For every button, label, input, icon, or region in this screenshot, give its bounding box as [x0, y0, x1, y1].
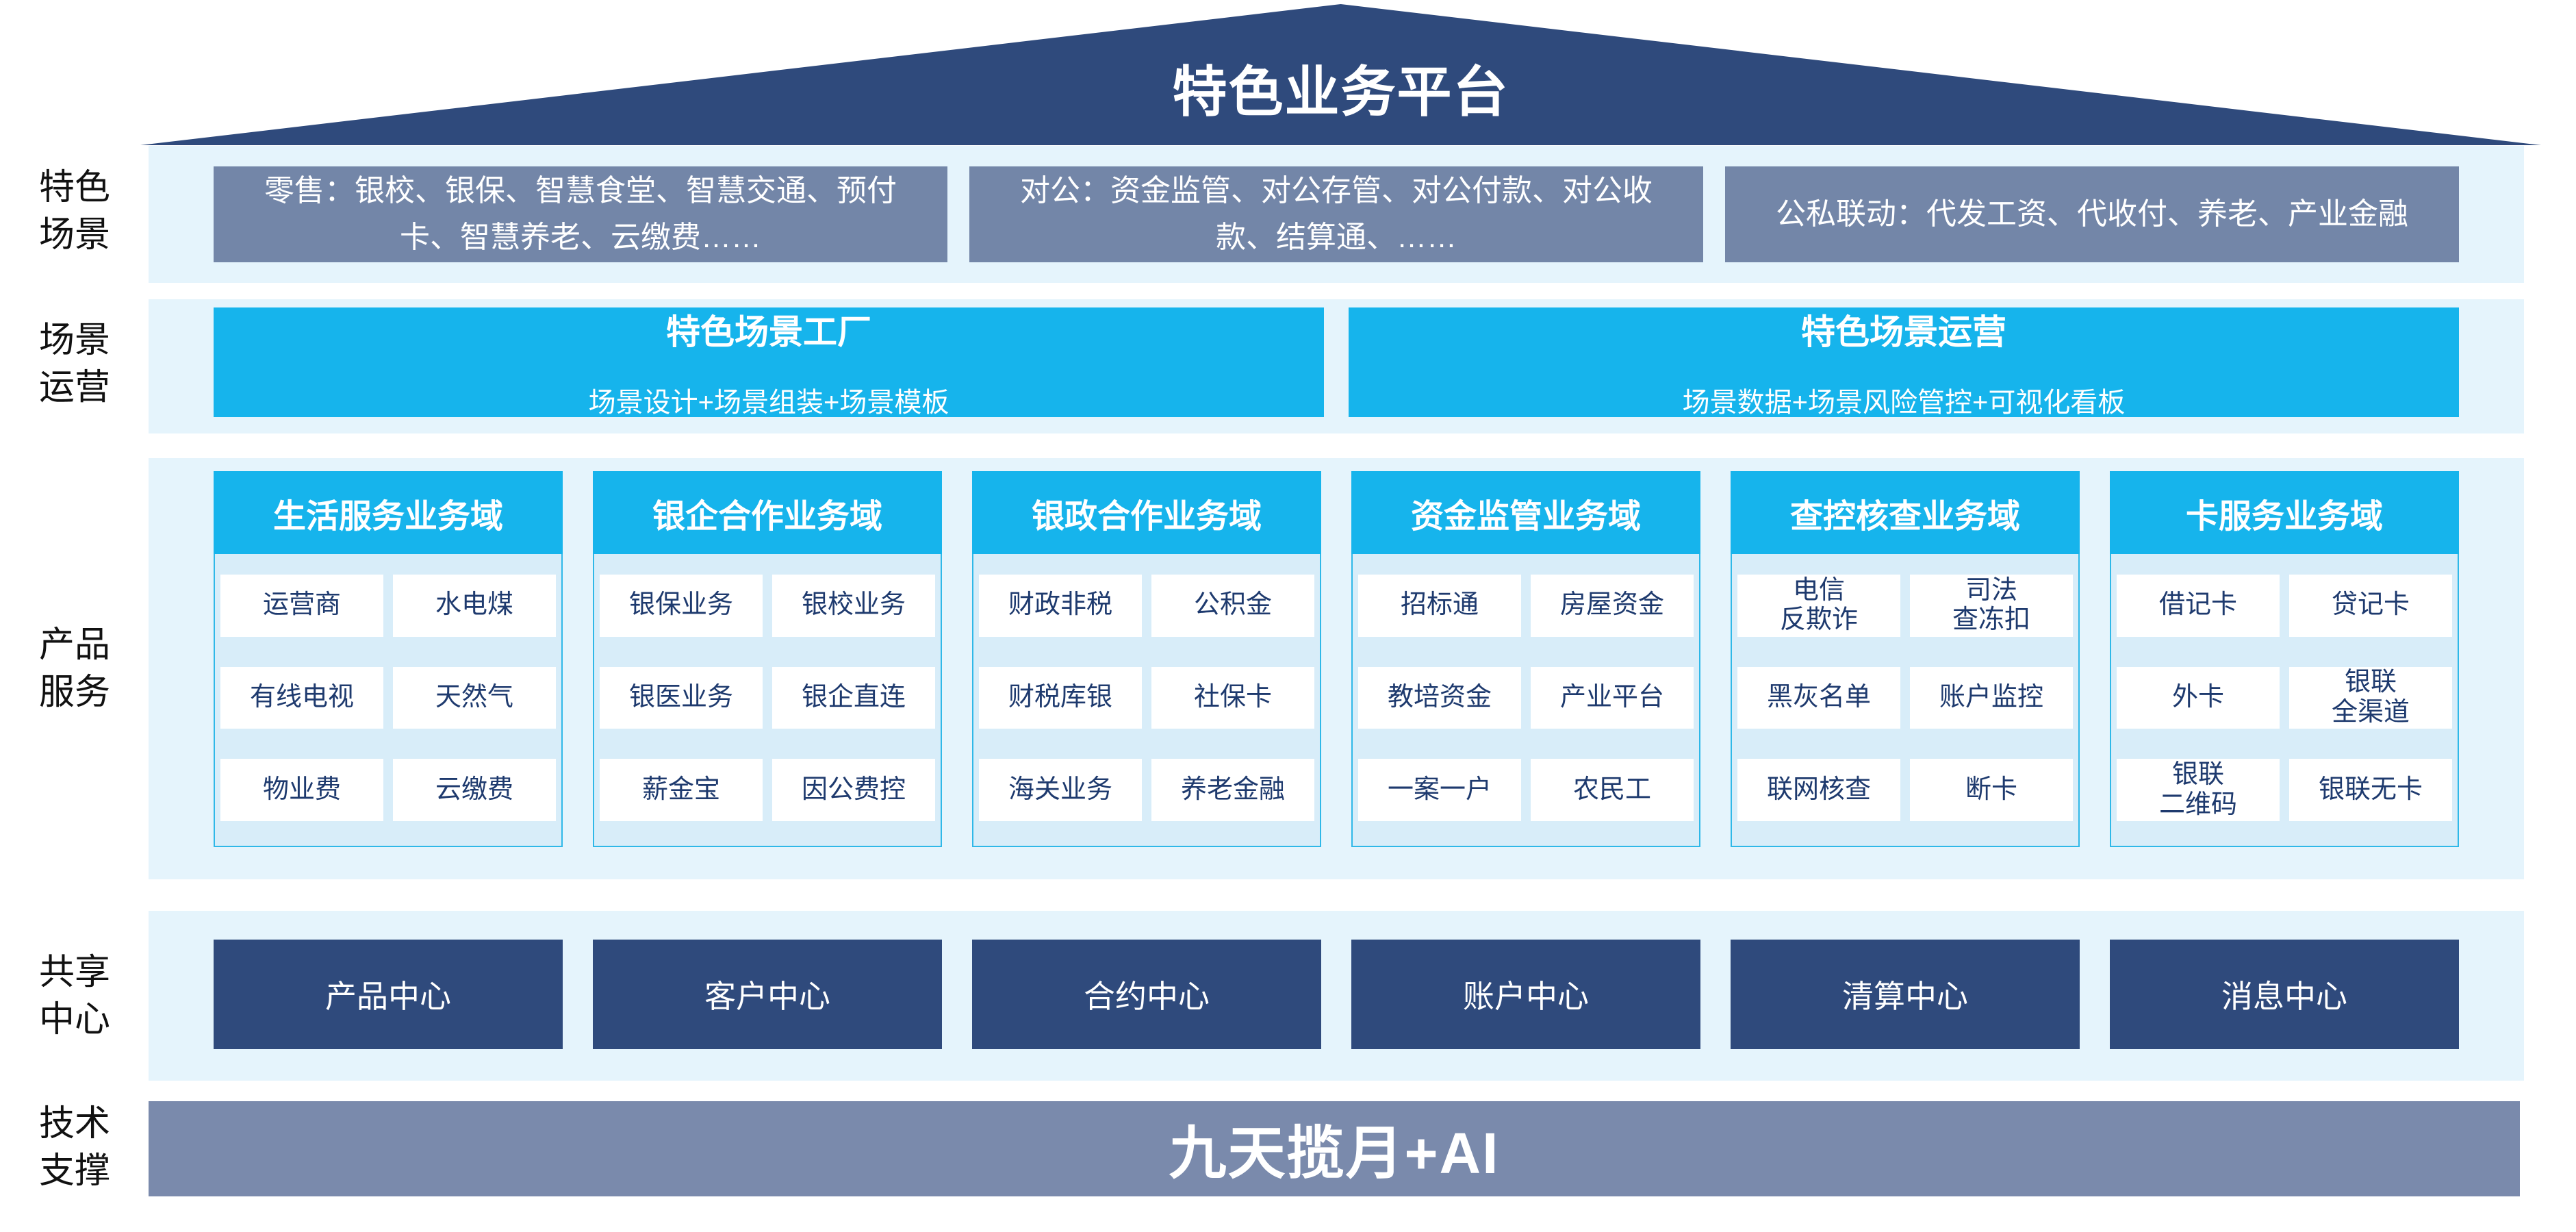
domain-cell: 银联 全渠道 [2289, 666, 2452, 729]
domain-cell: 借记卡 [2117, 575, 2280, 637]
domain-cell: 社保卡 [1151, 666, 1314, 729]
domain-body: 电信 反欺诈 司法 查冻扣 黑灰名单 账户监控 联网核查 断卡 [1731, 554, 2080, 847]
operation-box-title: 特色场景运营 [1801, 313, 2006, 351]
domain-cell: 薪金宝 [600, 759, 763, 821]
domain-cell: 银校业务 [772, 575, 935, 637]
tech-support-label: 九天揽月+AI [1169, 1121, 1500, 1185]
business-domain-column-card-service: 卡服务业务域 借记卡 贷记卡 外卡 银联 全渠道 银联 二维码 银联无卡 [2110, 471, 2459, 847]
domain-header: 生活服务业务域 [214, 471, 563, 554]
domain-cell: 有线电视 [220, 666, 383, 729]
side-label-scene: 特色 场景 [38, 168, 110, 255]
scene-row: 零售：银校、银保、智慧食堂、智慧交通、预付卡、智慧养老、云缴费…… 对公：资金监… [214, 166, 2459, 262]
share-center-box-message: 消息中心 [2110, 940, 2459, 1049]
operation-box-ops: 特色场景运营 场景数据+场景风险管控+可视化看板 [1349, 307, 2459, 418]
domain-body: 招标通 房屋资金 教培资金 产业平台 一案一户 农民工 [1351, 554, 1700, 847]
share-center-box-account: 账户中心 [1351, 940, 1700, 1049]
share-center-box-contract: 合约中心 [972, 940, 1321, 1049]
domain-cell: 银联 二维码 [2117, 759, 2280, 821]
share-center-box-clearing: 清算中心 [1731, 940, 2080, 1049]
scene-box-corporate: 对公：资金监管、对公存管、对公付款、对公收款、结算通、…… [969, 166, 1703, 262]
domain-body: 运营商 水电煤 有线电视 天然气 物业费 云缴费 [214, 554, 563, 847]
operation-box-title: 特色场景工厂 [666, 313, 871, 351]
domain-cell: 财税库银 [979, 666, 1142, 729]
scene-box-public-private: 公私联动：代发工资、代收付、养老、产业金融 [1725, 166, 2459, 262]
domain-cell: 物业费 [220, 759, 383, 821]
operation-band: 特色场景工厂 场景设计+场景组装+场景模板 特色场景运营 场景数据+场景风险管控… [149, 299, 2524, 433]
domain-cell: 银企直连 [772, 666, 935, 729]
share-center-box-product: 产品中心 [214, 940, 563, 1049]
domain-cell: 农民工 [1531, 759, 1694, 821]
share-center-box-customer: 客户中心 [593, 940, 942, 1049]
side-label-tech: 技术 支撑 [38, 1104, 110, 1191]
domain-cell: 银医业务 [600, 666, 763, 729]
domain-cell: 财政非税 [979, 575, 1142, 637]
domain-cell: 账户监控 [1910, 666, 2073, 729]
tech-support-bar: 九天揽月+AI [149, 1101, 2520, 1196]
domain-cell: 因公费控 [772, 759, 935, 821]
business-domain-column-life-service: 生活服务业务域 运营商 水电煤 有线电视 天然气 物业费 云缴费 [214, 471, 563, 847]
domain-body: 银保业务 银校业务 银医业务 银企直连 薪金宝 因公费控 [593, 554, 942, 847]
domain-cell: 养老金融 [1151, 759, 1314, 821]
domain-header: 银政合作业务域 [972, 471, 1321, 554]
domain-cell: 司法 查冻扣 [1910, 575, 2073, 637]
product-band: 生活服务业务域 运营商 水电煤 有线电视 天然气 物业费 云缴费 银企合作业务域… [149, 458, 2524, 879]
side-label-operation: 场景 运营 [38, 320, 110, 407]
operation-box-factory: 特色场景工厂 场景设计+场景组装+场景模板 [214, 307, 1324, 418]
domain-cell: 海关业务 [979, 759, 1142, 821]
side-label-product: 产品 服务 [38, 625, 110, 712]
domain-cell: 银保业务 [600, 575, 763, 637]
operation-box-subtitle: 场景设计+场景组装+场景模板 [588, 388, 949, 418]
business-domain-column-fund-supervision: 资金监管业务域 招标通 房屋资金 教培资金 产业平台 一案一户 农民工 [1351, 471, 1700, 847]
domain-cell: 黑灰名单 [1737, 666, 1900, 729]
domain-cell: 产业平台 [1531, 666, 1694, 729]
domain-header: 查控核查业务域 [1731, 471, 2080, 554]
roof-shape: 特色业务平台 [140, 4, 2541, 145]
product-columns: 生活服务业务域 运营商 水电煤 有线电视 天然气 物业费 云缴费 银企合作业务域… [214, 471, 2459, 847]
scene-box-retail: 零售：银校、银保、智慧食堂、智慧交通、预付卡、智慧养老、云缴费…… [214, 166, 947, 262]
platform-title: 特色业务平台 [1172, 62, 1509, 123]
side-label-share: 共享 中心 [38, 953, 110, 1040]
domain-header: 卡服务业务域 [2110, 471, 2459, 554]
business-domain-column-bank-government: 银政合作业务域 财政非税 公积金 财税库银 社保卡 海关业务 养老金融 [972, 471, 1321, 847]
share-row: 产品中心 客户中心 合约中心 账户中心 清算中心 消息中心 [214, 940, 2459, 1049]
domain-header: 资金监管业务域 [1351, 471, 1700, 554]
domain-cell: 电信 反欺诈 [1737, 575, 1900, 637]
domain-cell: 房屋资金 [1531, 575, 1694, 637]
domain-cell: 水电煤 [393, 575, 556, 637]
domain-cell: 运营商 [220, 575, 383, 637]
domain-cell: 招标通 [1358, 575, 1521, 637]
domain-body: 借记卡 贷记卡 外卡 银联 全渠道 银联 二维码 银联无卡 [2110, 554, 2459, 847]
operation-box-subtitle: 场景数据+场景风险管控+可视化看板 [1682, 388, 2126, 418]
scene-band: 零售：银校、银保、智慧食堂、智慧交通、预付卡、智慧养老、云缴费…… 对公：资金监… [149, 146, 2524, 283]
domain-cell: 贷记卡 [2289, 575, 2452, 637]
domain-cell: 一案一户 [1358, 759, 1521, 821]
domain-body: 财政非税 公积金 财税库银 社保卡 海关业务 养老金融 [972, 554, 1321, 847]
domain-cell: 云缴费 [393, 759, 556, 821]
domain-cell: 银联无卡 [2289, 759, 2452, 821]
domain-cell: 联网核查 [1737, 759, 1900, 821]
business-domain-column-inquiry-control: 查控核查业务域 电信 反欺诈 司法 查冻扣 黑灰名单 账户监控 联网核查 断卡 [1731, 471, 2080, 847]
domain-cell: 教培资金 [1358, 666, 1521, 729]
domain-header: 银企合作业务域 [593, 471, 942, 554]
domain-cell: 外卡 [2117, 666, 2280, 729]
domain-cell: 断卡 [1910, 759, 2073, 821]
share-band: 产品中心 客户中心 合约中心 账户中心 清算中心 消息中心 [149, 911, 2524, 1081]
domain-cell: 公积金 [1151, 575, 1314, 637]
business-domain-column-bank-enterprise: 银企合作业务域 银保业务 银校业务 银医业务 银企直连 薪金宝 因公费控 [593, 471, 942, 847]
domain-cell: 天然气 [393, 666, 556, 729]
operation-row: 特色场景工厂 场景设计+场景组装+场景模板 特色场景运营 场景数据+场景风险管控… [214, 307, 2459, 418]
